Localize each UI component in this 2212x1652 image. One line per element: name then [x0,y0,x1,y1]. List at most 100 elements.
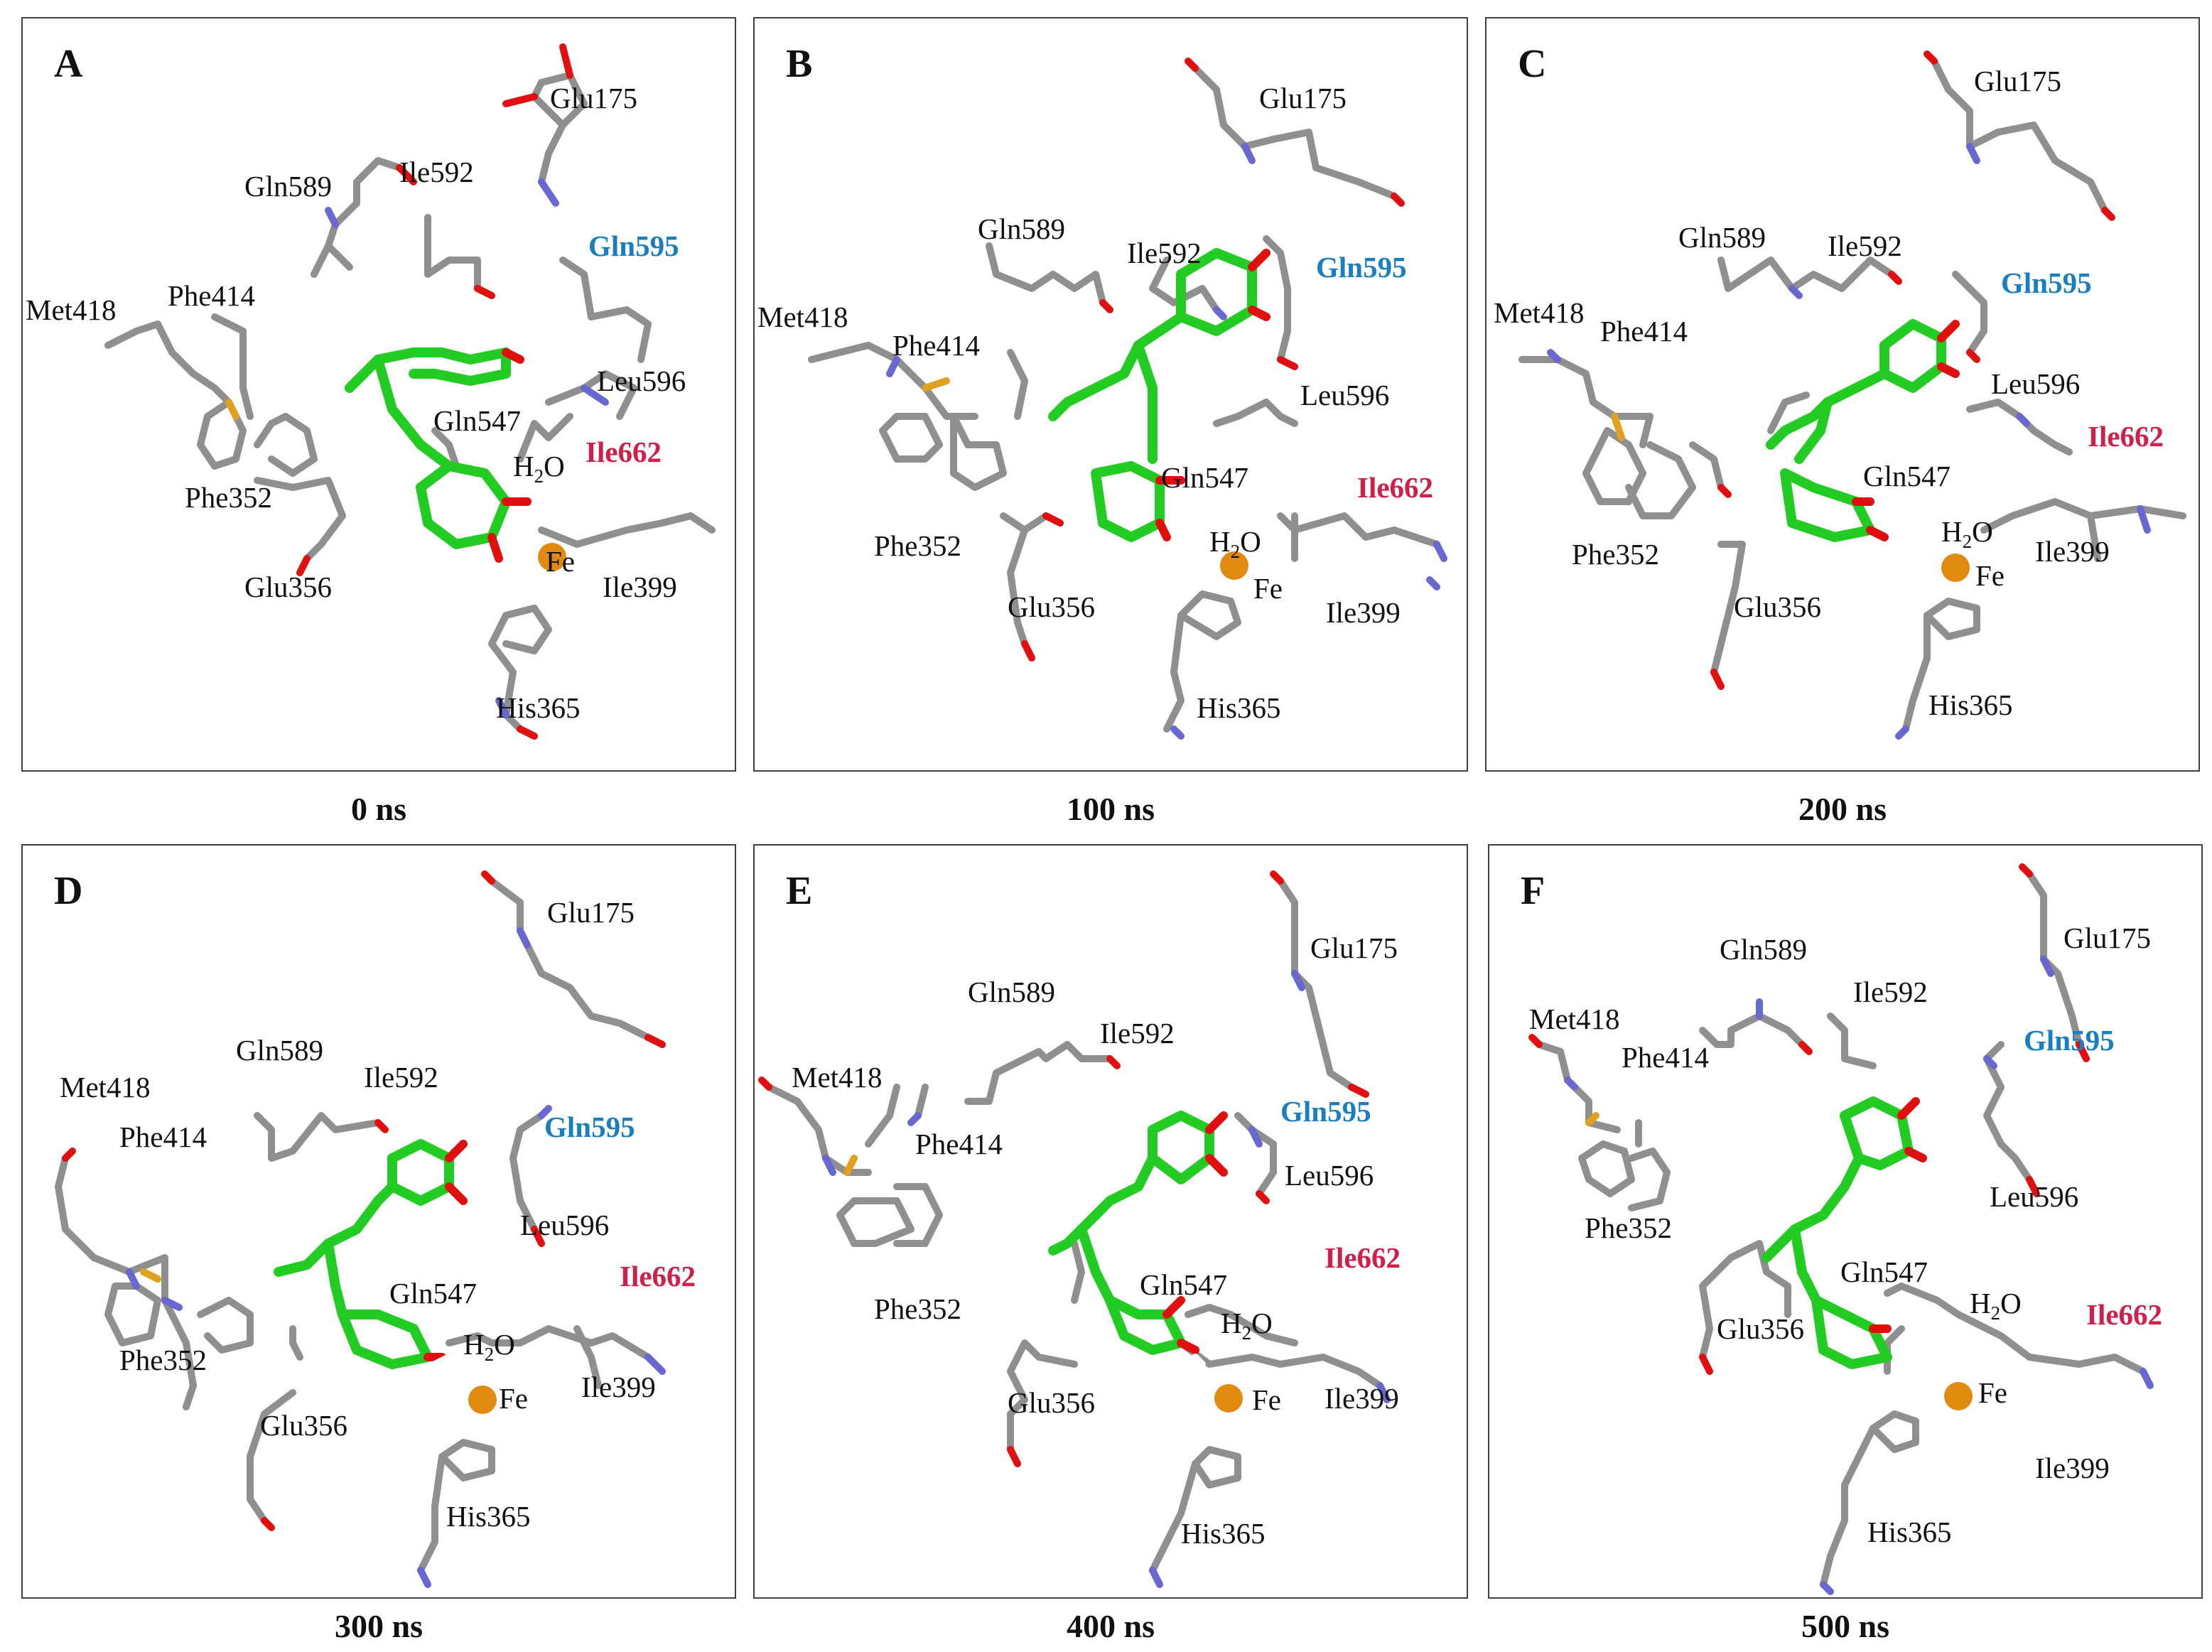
label-ile662: Ile662 [586,436,662,468]
label-water: H2O [1941,515,1993,553]
label-glu175: Glu175 [550,82,637,114]
label-met418: Met418 [26,293,117,326]
label-glu356: Glu356 [1717,1312,1804,1345]
label-phe414: Phe414 [168,279,255,312]
time-caption-b: 100 ns [1067,791,1155,827]
label-gln589: Gln589 [244,170,332,203]
label-phe414: Phe414 [892,329,980,362]
label-phe352: Phe352 [185,481,272,514]
time-caption-e: 400 ns [1067,1608,1155,1644]
structure-scene-e [758,870,1391,1588]
label-phe352: Phe352 [1585,1211,1672,1244]
panel-c: C Glu175 Gln589 Ile592 Gln595 Met418 Phe… [1485,17,2200,772]
label-glu175: Glu175 [1974,65,2061,97]
label-fe: Fe [1975,559,2005,592]
label-met418: Met418 [792,1061,883,1094]
label-his365: His365 [1181,1517,1266,1550]
label-met418: Met418 [757,301,848,333]
label-ile662: Ile662 [620,1260,696,1292]
label-glu356: Glu356 [1008,1386,1095,1419]
label-leu596: Leu596 [520,1209,610,1241]
label-gln595: Gln595 [1316,251,1407,284]
label-fe: Fe [1253,572,1283,605]
label-phe352: Phe352 [874,529,961,562]
label-gln595: Gln595 [2024,1024,2115,1057]
label-ile592: Ile592 [1828,230,1902,262]
label-gln589: Gln589 [236,1034,323,1067]
label-water: H2O [1221,1307,1273,1344]
label-gln547: Gln547 [1863,460,1951,492]
time-caption-f: 500 ns [1801,1608,1889,1644]
label-glu175: Glu175 [2063,922,2151,954]
label-gln589: Gln589 [1678,221,1766,254]
structure-scene-f [1528,863,2154,1595]
label-ile399: Ile399 [1326,596,1401,629]
label-gln595: Gln595 [2001,266,2092,299]
label-gln595: Gln595 [544,1111,635,1143]
panel-letter: C [1518,42,1547,86]
structure-scene-b [808,58,1447,740]
panel-letter: B [786,42,813,86]
label-ile662: Ile662 [2086,1298,2163,1331]
label-ile592: Ile592 [364,1061,438,1094]
nitrogen-atoms [325,178,609,718]
label-his365: His365 [1867,1516,1952,1548]
label-met418: Met418 [1529,1003,1620,1035]
label-phe352: Phe352 [119,1344,207,1376]
label-leu596: Leu596 [597,365,686,397]
label-gln595: Gln595 [588,230,679,262]
label-ile592: Ile592 [1100,1017,1175,1049]
label-his365: His365 [496,691,581,724]
label-glu356: Glu356 [1734,590,1821,623]
label-met418: Met418 [60,1071,151,1103]
label-fe: Fe [546,545,575,578]
label-gln547: Gln547 [1840,1256,1928,1288]
panel-f: F Gln589 Glu175 Ile592 Met418 Phe414 Gln… [1488,844,2203,1599]
label-glu175: Glu175 [547,896,635,929]
label-ile399: Ile399 [581,1371,656,1403]
label-gln589: Gln589 [1720,933,1807,966]
label-met418: Met418 [1494,296,1585,329]
structure-scene-a [104,43,716,740]
label-ile399: Ile399 [2035,1452,2110,1484]
label-ile592: Ile592 [1853,976,1928,1008]
residue-sticks [104,72,716,733]
panel-d: D Glu175 Gln589 Ile592 Met418 Gln595 Phe… [21,844,736,1599]
time-caption-d: 300 ns [335,1608,423,1644]
panel-letter: A [54,42,83,86]
panel-letter: F [1521,869,1545,913]
label-ile662: Ile662 [2088,420,2164,453]
label-ile592: Ile592 [1127,237,1202,269]
iron-atom [538,543,566,571]
label-fe: Fe [499,1382,528,1415]
label-phe414: Phe414 [1622,1041,1709,1074]
panel-a: A Glu175 Ile592 Gln589 Gln595 Met418 Phe… [21,17,736,772]
label-leu596: Leu596 [1991,367,2081,400]
label-phe414: Phe414 [119,1121,207,1153]
label-leu596: Leu596 [1300,379,1390,411]
label-water: H2O [1209,525,1261,563]
label-leu596: Leu596 [1990,1180,2079,1213]
label-glu175: Glu175 [1310,932,1398,964]
label-ile592: Ile592 [399,156,474,188]
label-gln595: Gln595 [1280,1095,1371,1128]
panel-letter: D [54,869,83,913]
label-ile399: Ile399 [2035,535,2110,568]
label-gln589: Gln589 [978,212,1065,245]
label-ile662: Ile662 [1357,471,1434,504]
time-caption-a: 0 ns [351,791,406,827]
label-phe352: Phe352 [874,1292,961,1325]
label-ile399: Ile399 [603,571,677,603]
time-caption-c: 200 ns [1798,791,1887,827]
label-his365: His365 [1928,689,2013,721]
label-water: H2O [1970,1287,2022,1324]
label-ile399: Ile399 [1324,1382,1399,1415]
label-glu356: Glu356 [260,1409,347,1442]
label-fe: Fe [1252,1383,1281,1416]
label-gln547: Gln547 [1140,1268,1227,1301]
label-fe: Fe [1978,1376,2007,1409]
oxygen-atoms [296,43,573,740]
panel-e: E Glu175 Gln589 Ile592 Met418 Gln595 Phe… [753,844,1468,1599]
structure-scene-d [55,870,666,1588]
label-gln589: Gln589 [968,976,1055,1008]
